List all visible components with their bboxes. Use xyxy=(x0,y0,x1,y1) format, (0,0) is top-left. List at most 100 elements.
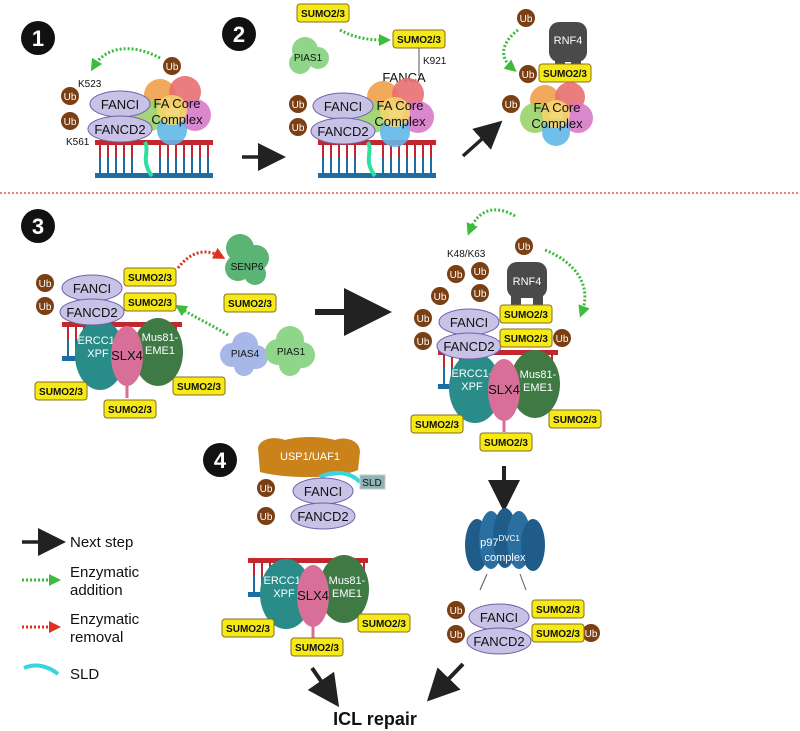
fa-core-complex: FA Core Complex xyxy=(357,78,434,147)
svg-text:SUMO2/3: SUMO2/3 xyxy=(397,35,441,46)
enzymatic-addition-arrow xyxy=(174,304,229,337)
panel-3: 3 SENP6 SUMO2/3 PIAS4 PIAS1 xyxy=(21,209,315,419)
ub-tag: Ub xyxy=(36,274,54,292)
ercc1-label-1: ERCC1- xyxy=(78,335,119,347)
svg-text:Ub: Ub xyxy=(434,292,447,303)
svg-text:Ub: Ub xyxy=(292,100,305,111)
legend-addition-2: addition xyxy=(70,582,123,599)
site-k48k63: K48/K63 xyxy=(447,249,486,260)
legend-removal-2: removal xyxy=(70,629,123,646)
ub-tag: Ub xyxy=(517,9,535,27)
ercc1-label-1: ERCC1- xyxy=(264,575,305,587)
svg-text:Ub: Ub xyxy=(450,270,463,281)
mus81-eme1: Mus81- EME1 xyxy=(133,318,183,386)
fanci-label: FANCI xyxy=(304,484,342,499)
slx4: SLX4 xyxy=(111,326,143,398)
fancd2-label: FANCD2 xyxy=(94,122,145,137)
panel-1: 1 xyxy=(21,21,213,178)
ub-tag: Ub xyxy=(414,332,432,350)
legend-addition-1: Enzymatic xyxy=(70,564,140,581)
svg-text:Ub: Ub xyxy=(64,117,77,128)
sld-marker xyxy=(319,470,362,484)
sumo-tag: SUMO2/3 xyxy=(290,637,344,657)
usp1-label: USP1/UAF1 xyxy=(280,451,340,463)
svg-text:Ub: Ub xyxy=(64,92,77,103)
legend-next-step: Next step xyxy=(70,534,133,551)
sumo-tag: SUMO2/3 xyxy=(357,613,411,633)
ub-tag: Ub xyxy=(289,95,307,113)
pias1-label: PIAS1 xyxy=(277,347,306,358)
panel-2: 2 SUMO2/3 PIAS1 SUMO2/3 K921 FANCA xyxy=(222,3,447,178)
slx4-label: SLX4 xyxy=(488,382,520,397)
svg-text:SUMO2/3: SUMO2/3 xyxy=(536,605,580,616)
fa-core-label-2: Complex xyxy=(374,114,426,129)
dna-strand xyxy=(95,140,213,178)
svg-text:SUMO2/3: SUMO2/3 xyxy=(39,387,83,398)
pias4: PIAS4 xyxy=(220,332,268,376)
svg-text:SUMO2/3: SUMO2/3 xyxy=(128,273,172,284)
fancd2-label: FANCD2 xyxy=(443,339,494,354)
sumo-tag: SUMO2/3 xyxy=(531,599,585,619)
rnf4: RNF4 xyxy=(507,262,547,308)
rnf4: RNF4 xyxy=(549,22,587,68)
svg-text:Ub: Ub xyxy=(518,242,531,253)
next-step-arrow xyxy=(461,120,503,158)
svg-text:SUMO2/3: SUMO2/3 xyxy=(362,619,406,630)
svg-text:Ub: Ub xyxy=(556,334,569,345)
ercc1-xpf: ERCC1- XPF xyxy=(449,353,501,423)
sumo-tag: SUMO2/3 xyxy=(296,3,350,23)
svg-text:Ub: Ub xyxy=(585,629,598,640)
panel-3-rnf4: K48/K63 Ub Ub Ub Ub Ub Ub Ub Ub RNF4 xyxy=(410,208,602,452)
svg-text:Ub: Ub xyxy=(166,62,179,73)
svg-text:SUMO2/3: SUMO2/3 xyxy=(415,420,459,431)
fa-core-label-1: FA Core xyxy=(154,96,201,111)
sumo-tag: SUMO2/3 xyxy=(499,328,553,348)
ercc1-xpf: ERCC1- XPF xyxy=(260,559,312,629)
sumo-tag: SUMO2/3 xyxy=(479,432,533,452)
svg-text:Ub: Ub xyxy=(417,337,430,348)
enzymatic-addition-arrow xyxy=(90,47,161,72)
legend-sld: SLD xyxy=(70,666,99,683)
mus81-label-1: Mus81- xyxy=(329,575,366,587)
ub-tag: Ub xyxy=(61,112,79,130)
fanci-fancd2: FANCI FANCD2 xyxy=(466,603,532,655)
svg-text:Ub: Ub xyxy=(450,606,463,617)
svg-text:SUMO2/3: SUMO2/3 xyxy=(543,69,587,80)
slx4-label: SLX4 xyxy=(297,588,329,603)
sumo-tag: SUMO2/3 xyxy=(392,29,446,49)
p97-complex-label: complex xyxy=(485,552,526,564)
mus81-label-2: EME1 xyxy=(332,588,362,600)
svg-text:Ub: Ub xyxy=(260,484,273,495)
legend: Next step Enzymatic addition Enzymatic r… xyxy=(22,528,140,683)
mus81-eme1: Mus81- EME1 xyxy=(510,350,560,418)
step-number-2: 2 xyxy=(233,22,245,47)
panel-2-rnf4: Ub RNF4 Ub SUMO2/3 FA Core Complex xyxy=(502,9,593,146)
sumo-tag: SUMO2/3 xyxy=(223,293,277,313)
pias1: PIAS1 xyxy=(289,37,329,74)
ub-tag: Ub xyxy=(163,57,181,75)
step-number-1: 1 xyxy=(32,26,44,51)
dna-strand xyxy=(318,140,436,178)
mus81-label-2: EME1 xyxy=(523,382,553,394)
ub-tag: Ub xyxy=(257,479,275,497)
ercc1-label-2: XPF xyxy=(87,348,109,360)
ub-tag: Ub xyxy=(447,625,465,643)
enzymatic-addition-arrow xyxy=(466,208,516,236)
slx4: SLX4 xyxy=(297,565,329,638)
sumo-tag: SUMO2/3 xyxy=(221,618,275,638)
svg-text:Ub: Ub xyxy=(450,630,463,641)
fanci-fancd2: FANCI FANCD2 xyxy=(436,308,502,360)
fanci-label: FANCI xyxy=(101,97,139,112)
fa-core-label-2: Complex xyxy=(531,116,583,131)
p97-label: p97DVC1 xyxy=(480,534,520,549)
pias1: PIAS1 xyxy=(265,326,315,376)
rnf4-label: RNF4 xyxy=(513,276,542,288)
legend-removal-1: Enzymatic xyxy=(70,611,140,628)
fanci-label: FANCI xyxy=(480,610,518,625)
mus81-label-1: Mus81- xyxy=(520,369,557,381)
fancd2-label: FANCD2 xyxy=(317,124,368,139)
svg-text:SUMO2/3: SUMO2/3 xyxy=(108,405,152,416)
ub-tag: Ub xyxy=(431,287,449,305)
usp1-uaf1: USP1/UAF1 xyxy=(258,437,360,478)
